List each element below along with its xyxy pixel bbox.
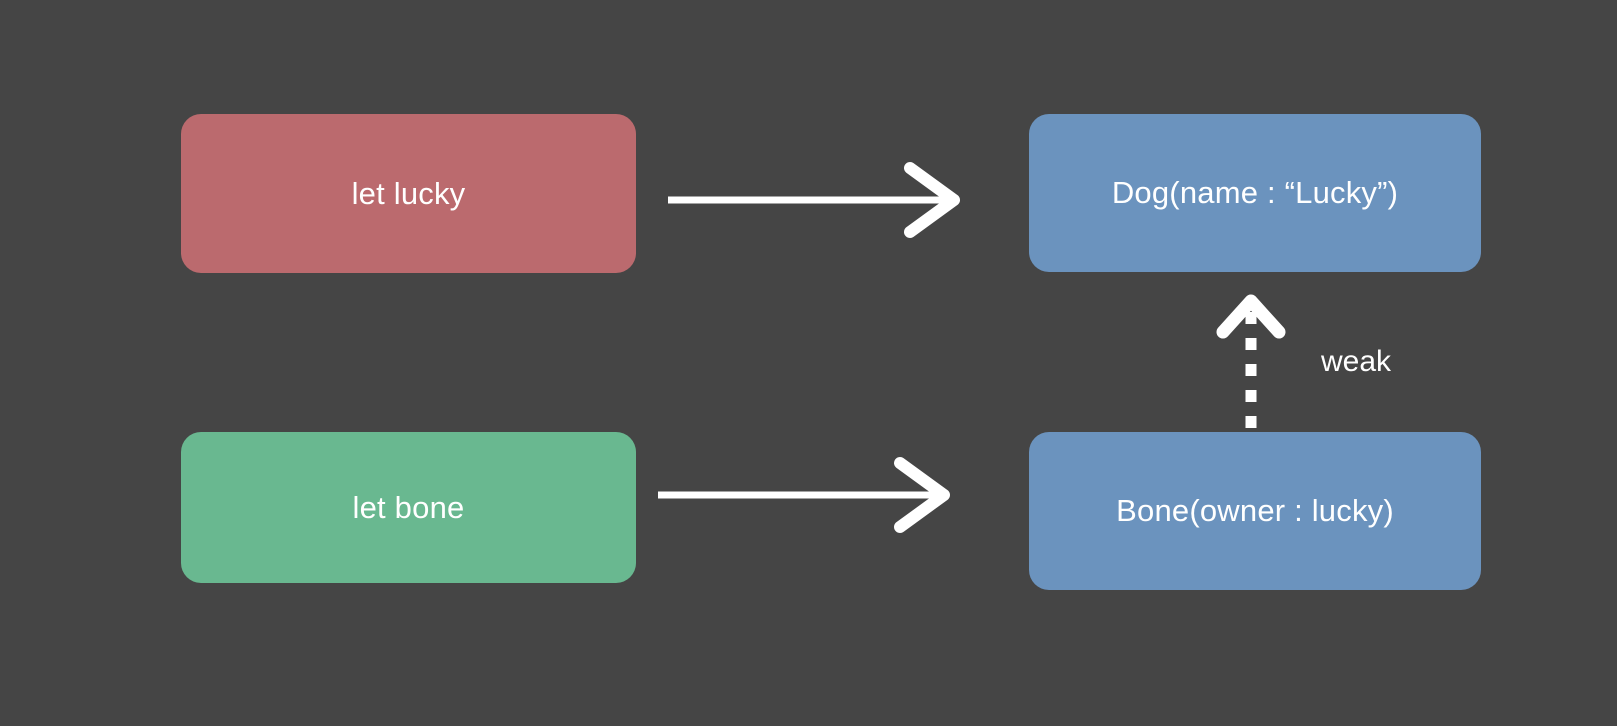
edge-label-weak: weak xyxy=(1321,345,1392,378)
node-let-lucky-label: let lucky xyxy=(351,175,466,211)
node-bone-instance-label: Bone(owner : lucky) xyxy=(1116,493,1394,528)
arrow-bone-to-bone-instance-icon xyxy=(658,457,950,533)
arrow-weak-reference-dashed-icon xyxy=(1216,294,1286,428)
node-dog-instance-label: Dog(name : “Lucky”) xyxy=(1111,175,1399,210)
arrow-lucky-to-dog-icon xyxy=(668,162,960,238)
node-dog-instance[interactable]: Dog(name : “Lucky”) xyxy=(1029,114,1481,272)
node-bone-instance[interactable]: Bone(owner : lucky) xyxy=(1029,432,1481,590)
node-let-bone-label: let bone xyxy=(352,489,465,525)
node-let-lucky[interactable]: let lucky xyxy=(181,114,636,273)
node-let-bone[interactable]: let bone xyxy=(181,432,636,583)
